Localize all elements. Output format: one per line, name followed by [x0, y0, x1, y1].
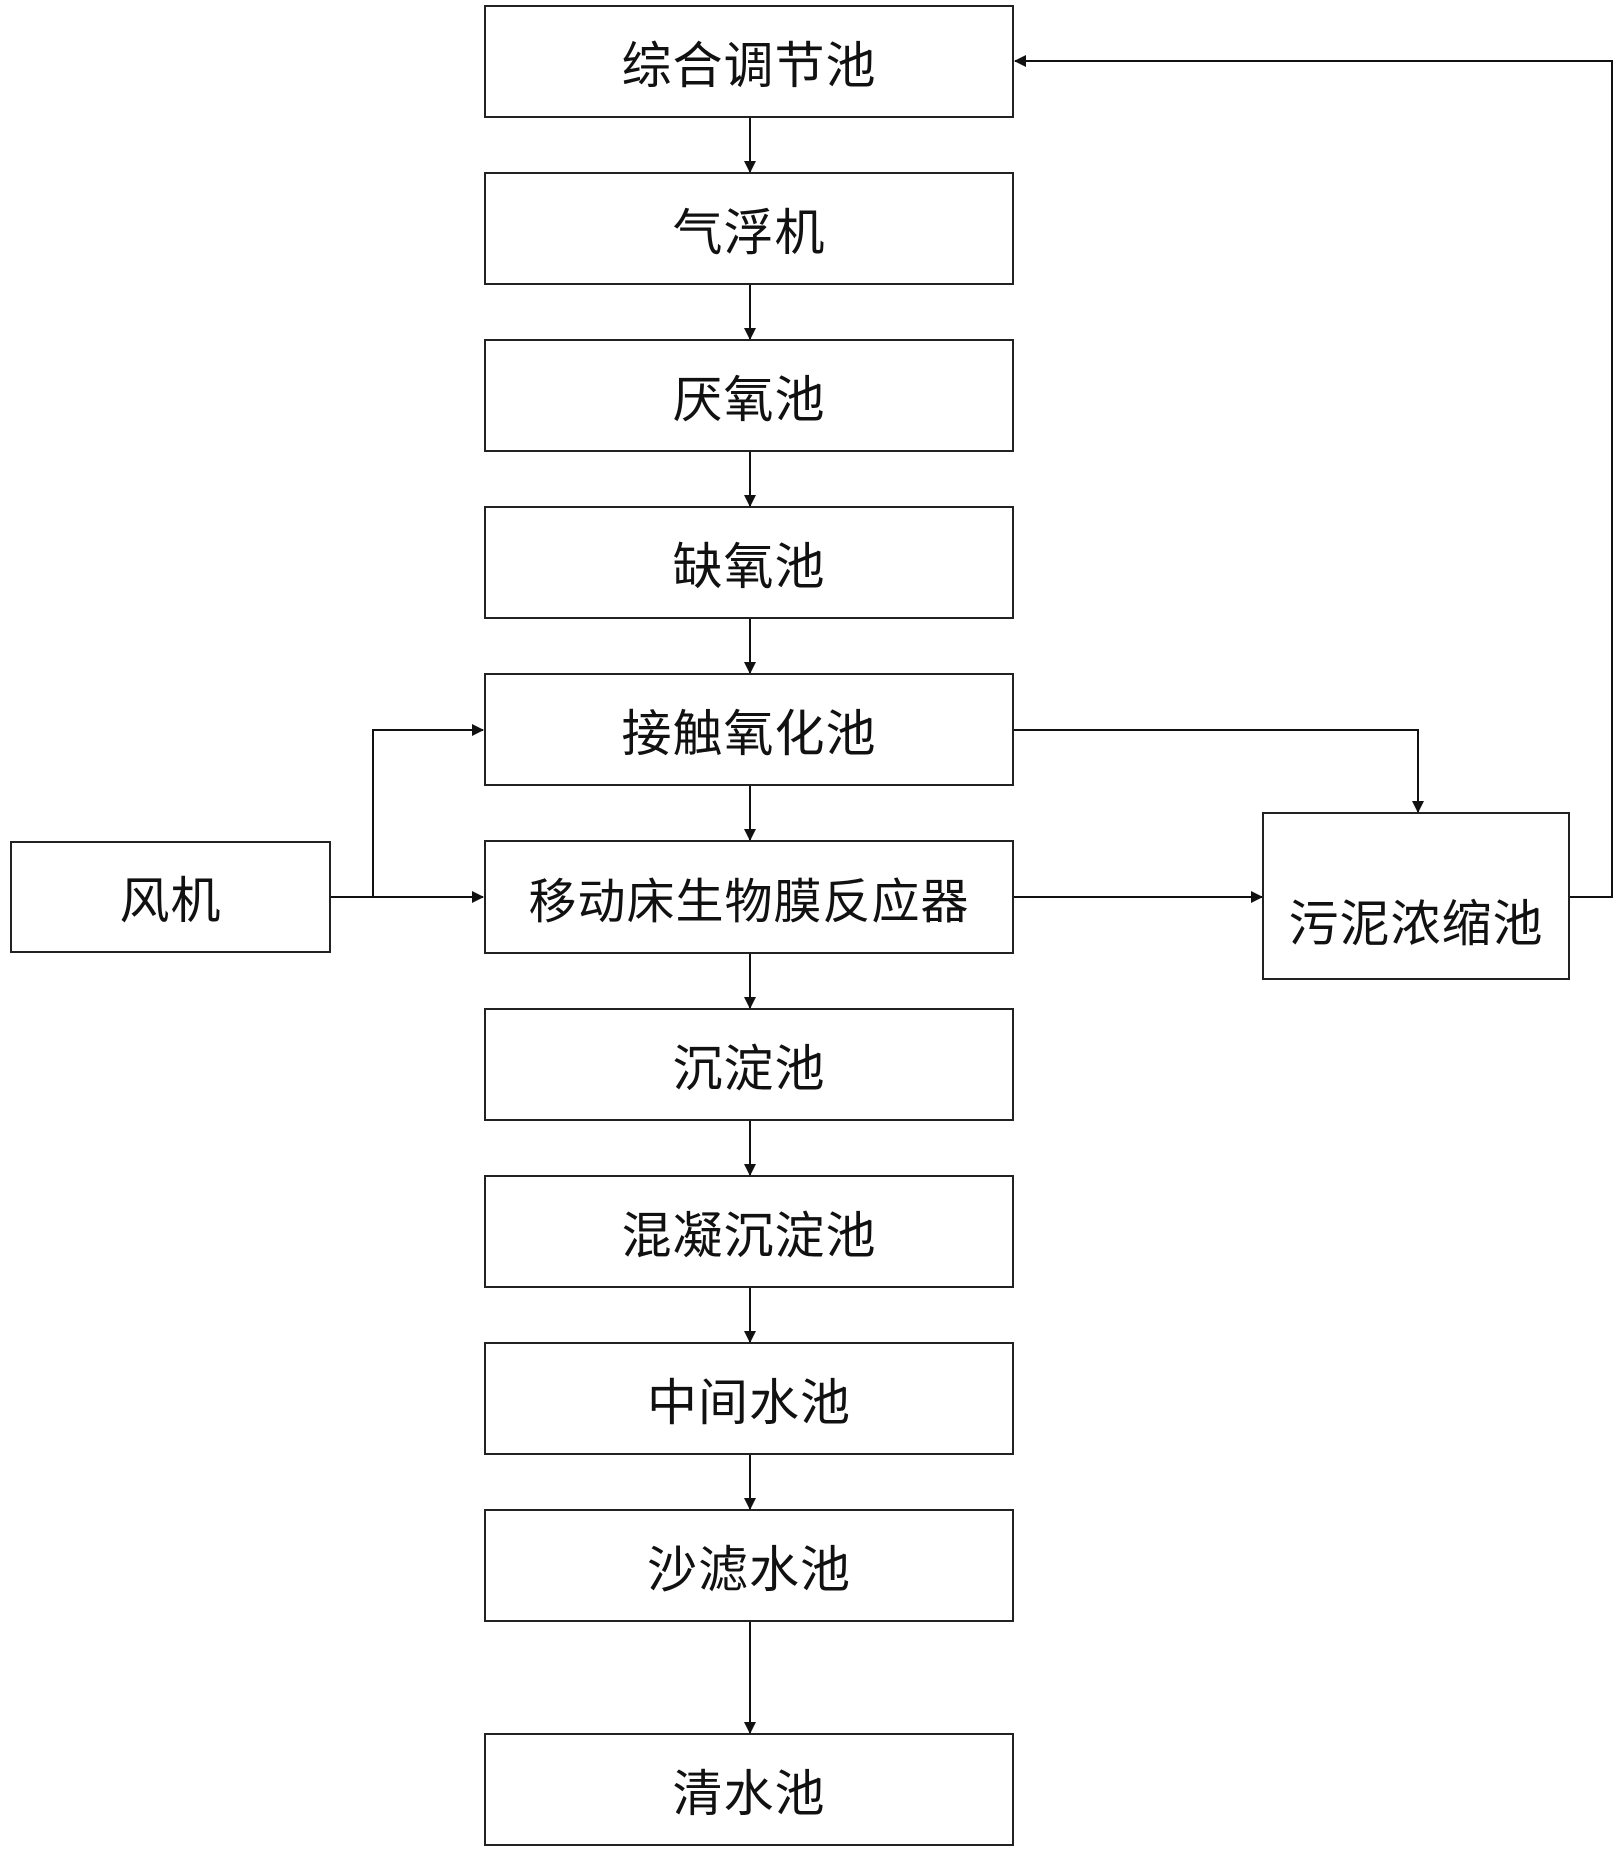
blower-node: 风机 — [10, 841, 331, 953]
equalization-tank-label: 综合调节池 — [621, 36, 877, 95]
air-flotation-label: 气浮机 — [672, 203, 826, 262]
contact-oxidation-tank-label: 接触氧化池 — [621, 704, 877, 763]
equalization-tank-node: 综合调节池 — [484, 5, 1014, 118]
sand-filter-tank-node: 沙滤水池 — [484, 1509, 1014, 1622]
anoxic-tank-node: 缺氧池 — [484, 506, 1014, 619]
air-flotation-node: 气浮机 — [484, 172, 1014, 285]
coagulation-sedimentation-tank-label: 混凝沉淀池 — [621, 1206, 877, 1265]
sand-filter-tank-label: 沙滤水池 — [647, 1540, 851, 1599]
intermediate-tank-node: 中间水池 — [484, 1342, 1014, 1455]
mbbr-node: 移动床生物膜反应器 — [484, 840, 1014, 954]
edge-sludge-return-to-equalization — [1014, 55, 1613, 898]
mbbr-label: 移动床生物膜反应器 — [528, 874, 970, 930]
clear-water-tank-node: 清水池 — [484, 1733, 1014, 1846]
anaerobic-tank-label: 厌氧池 — [672, 370, 826, 429]
sludge-thickener-label: 污泥浓缩池 — [1288, 895, 1544, 953]
sedimentation-tank-node: 沉淀池 — [484, 1008, 1014, 1121]
edge-blower-to-contact-oxidation — [372, 724, 484, 897]
contact-oxidation-tank-node: 接触氧化池 — [484, 673, 1014, 786]
anoxic-tank-label: 缺氧池 — [672, 537, 826, 596]
blower-label: 风机 — [119, 872, 222, 930]
sedimentation-tank-label: 沉淀池 — [672, 1039, 826, 1098]
edge-contact-oxidation-to-sludge — [1013, 729, 1424, 813]
intermediate-tank-label: 中间水池 — [647, 1373, 851, 1432]
anaerobic-tank-node: 厌氧池 — [484, 339, 1014, 452]
clear-water-tank-label: 清水池 — [672, 1764, 826, 1823]
sludge-thickener-node: 污泥浓缩池 — [1262, 812, 1570, 980]
coagulation-sedimentation-tank-node: 混凝沉淀池 — [484, 1175, 1014, 1288]
